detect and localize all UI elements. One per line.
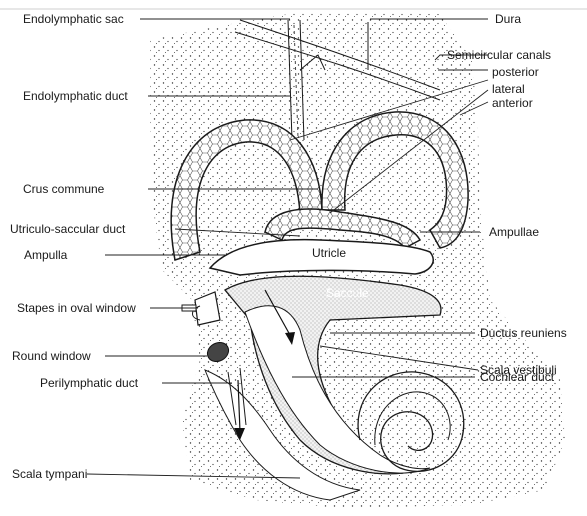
label-utricle: Utricle — [312, 246, 346, 260]
label-stapes-in-oval-window: Stapes in oval window — [17, 301, 136, 315]
label-semicircular-canals: Semicircular canals — [447, 48, 551, 62]
label-crus-commune: Crus commune — [23, 182, 105, 196]
label-utriculo-saccular-duct: Utriculo-saccular duct — [10, 222, 126, 236]
label-perilymphatic-duct: Perilymphatic duct — [40, 376, 139, 390]
label-endolymphatic-sac: Endolymphatic sac — [23, 12, 124, 26]
label-posterior: posterior — [492, 65, 539, 79]
label-scala-tympani: Scala tympani — [12, 467, 87, 481]
label-lateral: lateral — [492, 82, 525, 96]
label-dura: Dura — [495, 12, 521, 26]
label-ductus-reuniens: Ductus reuniens — [480, 326, 567, 340]
label-round-window: Round window — [12, 349, 91, 363]
label-ampullae: Ampullae — [489, 225, 539, 239]
label-saccule: Saccule — [326, 286, 369, 300]
label-ampulla: Ampulla — [24, 248, 68, 262]
label-endolymphatic-duct: Endolymphatic duct — [23, 89, 128, 103]
label-cochlear-duct: Cochlear duct — [480, 370, 555, 384]
label-anterior: anterior — [492, 96, 533, 110]
